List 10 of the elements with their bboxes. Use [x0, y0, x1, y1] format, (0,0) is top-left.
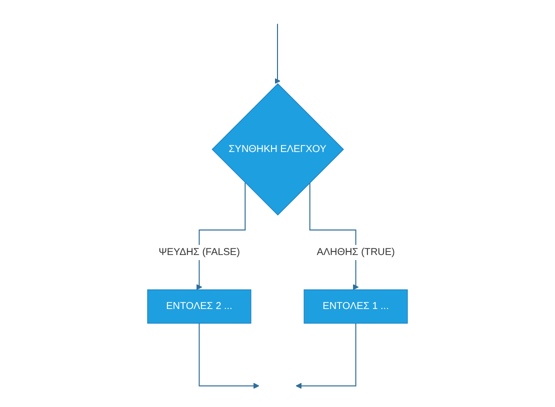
arrow — [198, 322, 260, 389]
edge-label: ΨΕΥΔΗΣ (FALSE) — [158, 246, 240, 258]
edge-label: ΑΛΗΘΗΣ (TRUE) — [316, 246, 395, 258]
arrow — [274, 23, 280, 84]
arrow — [296, 322, 356, 389]
arrow — [196, 182, 246, 290]
node-box: ΕΝΤΟΛΕΣ 1 ... — [304, 289, 408, 324]
arrow — [309, 182, 359, 290]
node-box: ΕΝΤΟΛΕΣ 2 ... — [147, 289, 252, 324]
node-diamond: ΣΥΝΘΗΚΗ ΕΛΕΓΧΟΥ — [212, 83, 344, 216]
